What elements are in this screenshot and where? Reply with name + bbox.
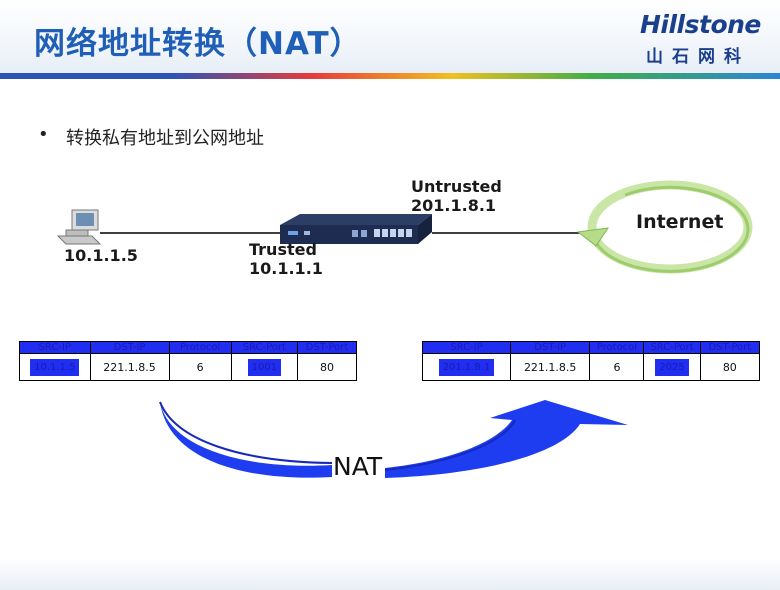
table-cell: 80 (297, 353, 357, 381)
table-row: 10.1.1.5 221.1.8.5 6 1001 80 (19, 353, 357, 381)
table-cell: 201.1.8.1 (422, 353, 511, 381)
table-header-row: SRC-IP DST-IP Protocol SRC-Port DST-Port (422, 341, 761, 354)
column-header: Protocol (168, 341, 232, 354)
bullet-marker: • (38, 124, 49, 145)
table-cell: 80 (699, 353, 761, 381)
table-cell: 6 (589, 353, 645, 381)
column-header: DST-Port (297, 341, 357, 354)
internet-label: Internet (636, 211, 724, 233)
table-cell: 10.1.1.5 (19, 353, 91, 381)
column-header: DST-IP (89, 341, 170, 354)
table-cell: 221.1.8.5 (89, 353, 170, 381)
table-row: 201.1.8.1 221.1.8.5 6 2025 80 (422, 353, 761, 381)
column-header: Protocol (589, 341, 645, 354)
internet-ring-icon (576, 180, 753, 274)
table-cell: 2025 (643, 353, 701, 381)
src-ip-highlight: 10.1.1.5 (30, 358, 80, 376)
trusted-ip: 10.1.1.1 (249, 259, 323, 278)
packet-table-after: SRC-IP DST-IP Protocol SRC-Port DST-Port… (422, 341, 761, 381)
header-color-bar (0, 73, 780, 79)
table-header-row: SRC-IP DST-IP Protocol SRC-Port DST-Port (19, 341, 357, 354)
src-ip-highlight: 201.1.8.1 (438, 358, 495, 376)
firewall-device-icon (280, 214, 432, 244)
src-port-highlight: 1001 (247, 358, 282, 376)
computer-icon (56, 209, 102, 245)
column-header: SRC-Port (643, 341, 701, 354)
hillstone-logo-chinese: 山石网科 (646, 47, 750, 67)
column-header: DST-IP (509, 341, 591, 354)
untrusted-ip: 201.1.8.1 (411, 196, 497, 215)
nat-arrow-left (159, 401, 333, 478)
slide-footer (0, 558, 780, 590)
slide-title: 网络地址转换（NAT） (34, 26, 362, 62)
column-header: DST-Port (699, 341, 761, 354)
table-cell: 1001 (230, 353, 299, 381)
bullet-text: 转换私有地址到公网地址 (66, 128, 264, 149)
column-header: SRC-IP (422, 341, 511, 354)
packet-table-before: SRC-IP DST-IP Protocol SRC-Port DST-Port… (19, 341, 357, 381)
column-header: SRC-Port (230, 341, 299, 354)
nat-label: NAT (333, 452, 383, 481)
host-ip: 10.1.1.5 (64, 246, 138, 265)
nat-arrow-right (384, 400, 628, 478)
hillstone-logo: Hillstone (640, 10, 761, 39)
untrusted-label: Untrusted (411, 177, 502, 196)
table-cell: 221.1.8.5 (509, 353, 591, 381)
table-cell: 6 (168, 353, 232, 381)
network-diagram (56, 180, 753, 478)
trusted-label: Trusted (249, 240, 317, 259)
slide-header (0, 0, 780, 75)
column-header: SRC-IP (19, 341, 91, 354)
src-port-highlight: 2025 (655, 358, 689, 376)
